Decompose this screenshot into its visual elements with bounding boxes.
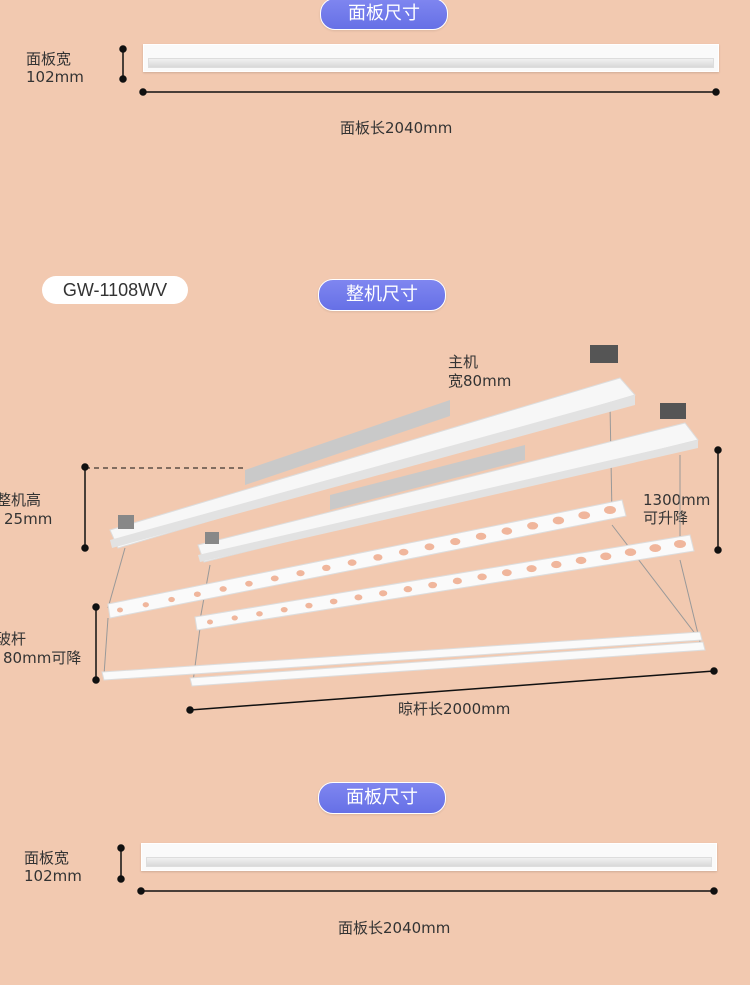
panel-image-bottom [141,843,717,871]
rod-hole [347,559,357,566]
panel-length-label-top: 面板长2040mm [340,119,453,137]
rod-hole [117,607,123,613]
rod-hole [501,527,513,535]
rod-label: 玻杆 [0,630,27,648]
rod-hole [256,611,263,617]
rod-hole [398,548,409,556]
rod-hole [552,516,565,525]
rod-hole [280,606,288,613]
rod-hole [329,598,338,605]
panel-size-badge-top: 面板尺寸 [320,0,448,30]
rod-hole [219,586,227,592]
rod-hole [578,511,591,520]
rod-hole [477,573,487,581]
panel-width-value-top: 102mm [26,68,84,86]
whole-size-badge: 整机尺寸 [318,279,446,311]
rod-hole [526,565,537,573]
rod-length-label: 晾杆长2000mm [398,700,511,718]
main-unit [109,345,699,563]
panel-width-label-bottom: 面板宽 [24,849,70,867]
rod-hole [322,564,331,572]
rod-hole [373,554,383,561]
rod-hole [604,506,616,514]
model-badge: GW-1108WV [42,276,188,304]
rod-hole [649,544,662,553]
drying-rods [101,499,706,687]
rod-hole [624,548,637,557]
rod-hole [600,552,612,561]
rod-hole [450,538,461,546]
rod-hole [551,560,562,569]
rod-hole [193,591,201,597]
rod-hole [296,570,305,577]
height-label: 整机高 [0,491,42,509]
rod-hole [379,590,388,597]
rod-hole [354,594,363,601]
rod-hole [428,581,438,589]
rod-hole [207,619,213,625]
rod-hole [575,556,587,565]
panel-width-label-top: 面板宽 [26,50,72,68]
rod-hole [403,586,413,593]
rod-hole [424,543,435,551]
main-width-label: 主机 [448,353,479,371]
rod-hole [475,532,487,540]
panel-length-label-bottom: 面板长2040mm [338,919,451,937]
height-value: 25mm [4,510,53,528]
rod-hole [501,569,512,577]
lift-label: 1300mm [643,491,711,509]
rod-hole [142,602,149,608]
lift-sub-label: 可升降 [643,509,689,527]
rod-hole [674,540,686,548]
dimension-lines [81,45,722,895]
rod-hole [245,580,253,587]
rod-hole [452,577,462,585]
rod-hole [270,575,279,582]
panel-width-value-bottom: 102mm [24,867,82,885]
rod-hole [527,522,539,530]
panel-size-badge-bottom: 面板尺寸 [318,782,446,814]
rod-holes [117,506,686,625]
panel-image-top [143,44,719,72]
rod-hole [305,602,313,609]
rod-hole [231,615,238,621]
rod-hole [168,596,175,603]
main-width-value: 宽80mm [448,372,512,390]
rod-value: 80mm可降 [3,649,82,667]
